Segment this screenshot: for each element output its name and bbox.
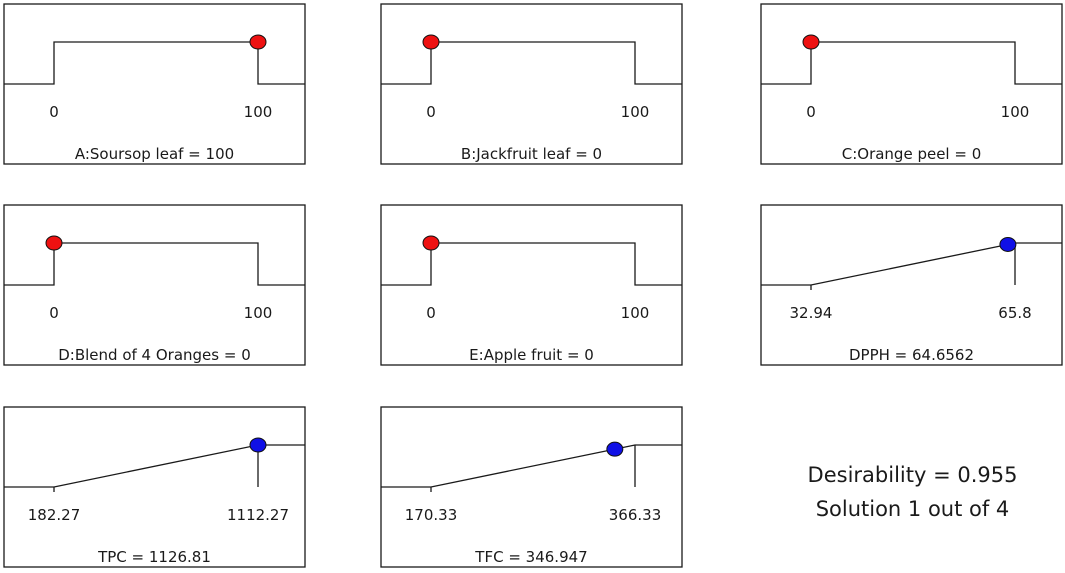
desirability-line xyxy=(381,444,682,488)
low-limit-label: 182.27 xyxy=(28,506,81,524)
high-limit-label: 65.8 xyxy=(998,304,1031,322)
desirability-line xyxy=(381,242,682,286)
high-limit-label: 1112.27 xyxy=(227,506,289,524)
high-limit-label: 100 xyxy=(244,304,273,322)
solution-label: Solution 1 out of 4 xyxy=(815,497,1010,521)
panel-title: C:Orange peel = 0 xyxy=(842,145,982,163)
high-limit-label: 100 xyxy=(621,304,650,322)
panel-title: DPPH = 64.6562 xyxy=(849,346,974,364)
desirability-line xyxy=(4,444,305,488)
low-limit-label: 0 xyxy=(426,304,436,322)
optimization-summary: Desirability = 0.955 Solution 1 out of 4 xyxy=(760,458,1065,526)
red-marker xyxy=(422,34,440,50)
panel-title: TPC = 1126.81 xyxy=(97,548,211,566)
red-marker xyxy=(802,34,820,50)
low-limit-label: 0 xyxy=(806,103,816,121)
panel-title: B:Jackfruit leaf = 0 xyxy=(461,145,602,163)
blue-marker xyxy=(606,441,624,457)
desirability-line xyxy=(381,41,682,85)
desirability-label: Desirability = 0.955 xyxy=(807,463,1018,487)
high-limit-label: 366.33 xyxy=(609,506,662,524)
red-marker xyxy=(45,235,63,251)
desirability-line xyxy=(761,242,1062,286)
low-limit-label: 32.94 xyxy=(790,304,833,322)
low-limit-label: 170.33 xyxy=(405,506,458,524)
desirability-line xyxy=(761,41,1062,85)
panel-title: E:Apple fruit = 0 xyxy=(469,346,594,364)
red-marker xyxy=(422,235,440,251)
low-limit-label: 0 xyxy=(426,103,436,121)
high-limit-label: 100 xyxy=(244,103,273,121)
red-marker xyxy=(249,34,267,50)
blue-marker xyxy=(999,236,1017,252)
panel-title: TFC = 346.947 xyxy=(474,548,587,566)
panel-title: D:Blend of 4 Oranges = 0 xyxy=(58,346,251,364)
high-limit-label: 100 xyxy=(621,103,650,121)
panel-title: A:Soursop leaf = 100 xyxy=(75,145,234,163)
desirability-line xyxy=(4,242,305,286)
desirability-line xyxy=(4,41,305,85)
low-limit-label: 0 xyxy=(49,103,59,121)
low-limit-label: 0 xyxy=(49,304,59,322)
blue-marker xyxy=(249,437,267,453)
high-limit-label: 100 xyxy=(1001,103,1030,121)
